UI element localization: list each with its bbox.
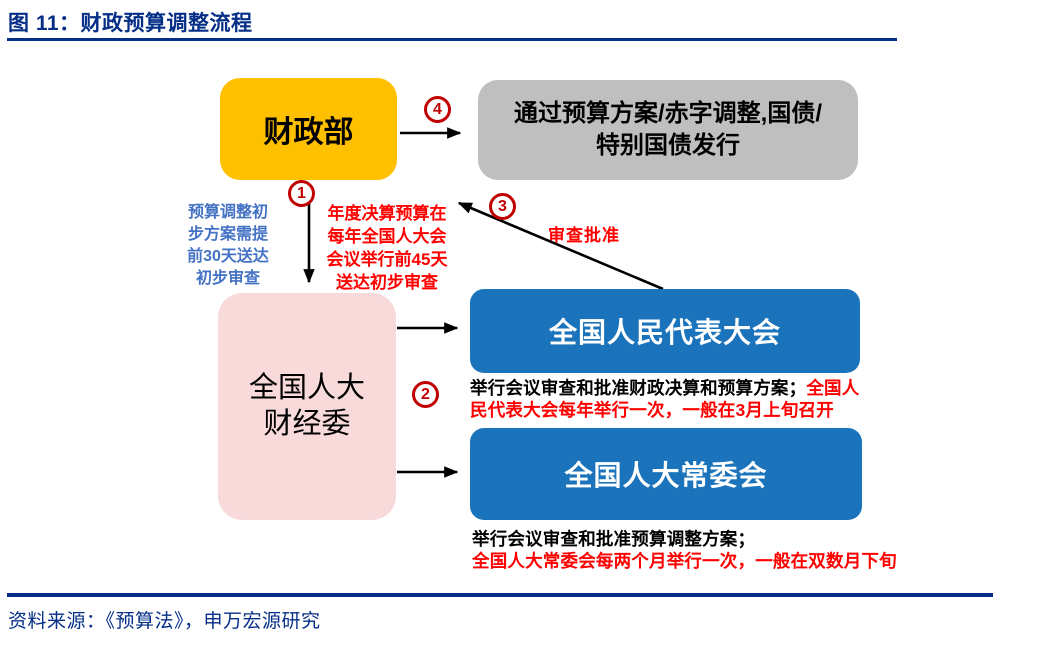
node-ministry-of-finance: 财政部 xyxy=(220,78,397,180)
node-national-peoples-congress-label: 全国人民代表大会 xyxy=(548,317,781,348)
node-npc-finance-committee: 全国人大 财经委 xyxy=(218,293,396,520)
note-review-approval: 审查批准 xyxy=(548,226,620,245)
source-text: 资料来源：《预算法》，申万宏源研究 xyxy=(8,611,321,632)
node-budget-outcome-line1: 通过预算方案/赤字调整,国债/ xyxy=(513,99,822,127)
note-npcsc-meeting: 举行会议审查和批准预算调整方案； 全国人大常委会每两个月举行一次，一般在双数月下… xyxy=(472,528,917,572)
note-npc-meeting-black: 举行会议审查和批准财政决算和预算方案； xyxy=(470,378,807,398)
note-npcsc-meeting-black: 举行会议审查和批准预算调整方案； xyxy=(472,529,756,549)
node-npc-standing-committee: 全国人大常委会 xyxy=(470,428,862,520)
source-divider xyxy=(7,593,993,597)
step-badge-3: 3 xyxy=(489,193,516,220)
node-budget-outcome: 通过预算方案/赤字调整,国债/ 特别国债发行 xyxy=(478,80,858,180)
arrow-npc-to-outcome xyxy=(457,201,664,291)
node-national-peoples-congress: 全国人民代表大会 xyxy=(470,289,860,373)
note-npc-meeting: 举行会议审查和批准财政决算和预算方案；全国人民代表大会每年举行一次，一般在3月上… xyxy=(470,377,872,421)
figure-title: 图 11：财政预算调整流程 xyxy=(8,12,253,35)
node-npc-finance-committee-line2: 财经委 xyxy=(263,407,351,440)
note-pre-review-30-days: 预算调整初 步方案需提 前30天送达 初步审查 xyxy=(187,204,269,287)
node-npc-standing-committee-label: 全国人大常委会 xyxy=(564,460,768,491)
note-npcsc-meeting-red: 全国人大常委会每两个月举行一次，一般在双数月下旬 xyxy=(472,551,897,571)
step-badge-2: 2 xyxy=(412,381,439,408)
note-npc-meeting-red: 全国人民代表大会每年举行一次，一般在3月上旬召开 xyxy=(470,378,860,420)
note-final-accounts-45-days: 年度决算预算在 每年全国人大会 会议举行前45天 送达初步审查 xyxy=(326,204,448,292)
step-badge-1: 1 xyxy=(288,180,315,207)
step-badge-4: 4 xyxy=(424,96,451,123)
node-npc-finance-committee-line1: 全国人大 xyxy=(248,372,365,405)
node-ministry-of-finance-label: 财政部 xyxy=(263,116,354,149)
title-divider xyxy=(7,38,897,41)
node-budget-outcome-line2: 特别国债发行 xyxy=(596,132,740,159)
